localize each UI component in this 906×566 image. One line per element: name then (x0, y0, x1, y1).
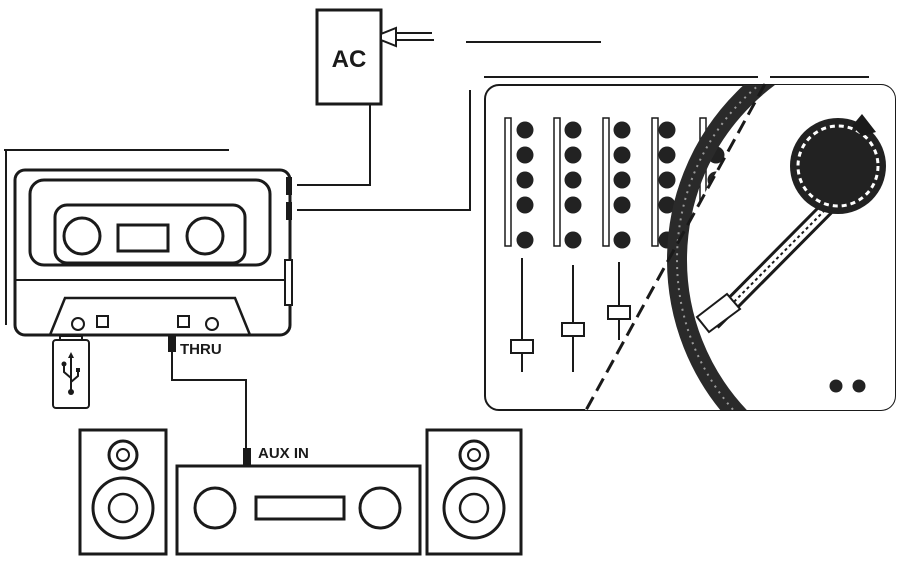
power-adapter-icon: AC (315, 8, 434, 106)
mixer-cable (297, 90, 471, 211)
speaker-icon (425, 428, 523, 556)
speaker-icon (78, 428, 168, 556)
ac-label: AC (332, 46, 367, 73)
thru-port (168, 334, 176, 352)
cassette-recorder-icon (13, 168, 293, 352)
turntable-icon (585, 85, 895, 410)
aux-cable (171, 352, 247, 448)
mixer-turntable-unit (484, 83, 896, 413)
ac-cable (297, 104, 371, 186)
thru-label: THRU (180, 341, 222, 358)
ac-port (286, 177, 292, 195)
callout-lines (4, 41, 869, 151)
mixer-port (286, 202, 292, 220)
usb-icon (52, 335, 90, 409)
aux-in-port (243, 448, 251, 466)
stereo-amplifier-icon (175, 448, 422, 556)
cables (171, 90, 471, 448)
aux-in-label: AUX IN (258, 445, 309, 462)
